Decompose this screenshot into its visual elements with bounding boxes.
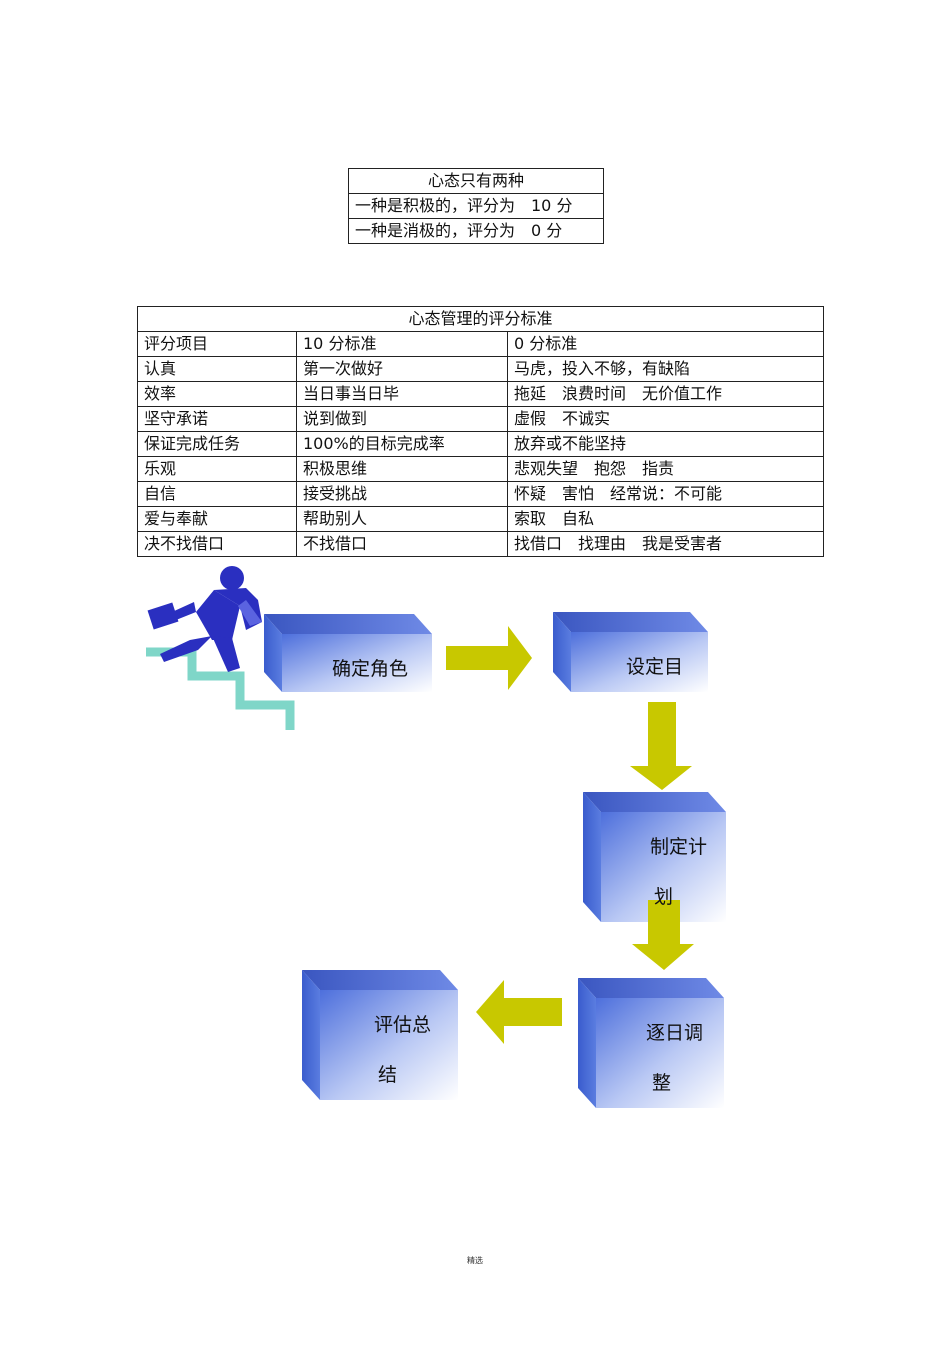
table-row: 效率当日事当日毕拖延 浪费时间 无价值工作	[137, 381, 824, 407]
table-row: 自信接受挑战怀疑 害怕 经常说：不可能	[137, 481, 824, 507]
step-box-evaluate-summary	[302, 970, 458, 1100]
step-label-daily-adjust-1: 逐日调	[646, 1022, 704, 1044]
page-footer: 精选	[467, 1256, 483, 1265]
step-box-daily-adjust	[578, 978, 724, 1108]
step-label-make-plan-1: 制定计	[650, 836, 708, 858]
table-row: 乐观积极思维悲观失望 抱怨 指责	[137, 456, 824, 482]
header-10: 10 分标准	[296, 331, 508, 357]
row-item: 爱与奉献	[137, 506, 297, 532]
step-label-evaluate-2: 结	[378, 1064, 398, 1086]
mindset-table-title: 心态只有两种	[348, 168, 604, 194]
table-row: 认真第一次做好马虎，投入不够，有缺陷	[137, 356, 824, 382]
row-10: 100%的目标完成率	[296, 431, 508, 457]
row-item: 保证完成任务	[137, 431, 297, 457]
row-0: 虚假 不诚实	[507, 406, 824, 432]
row-10: 帮助别人	[296, 506, 508, 532]
step-box-define-role	[264, 614, 432, 692]
arrow-down-icon	[630, 702, 692, 790]
row-0: 怀疑 害怕 经常说：不可能	[507, 481, 824, 507]
row-0: 马虎，投入不够，有缺陷	[507, 356, 824, 382]
mindset-negative: 一种是消极的，评分为 0 分	[348, 218, 604, 244]
arrow-right-icon	[446, 626, 532, 690]
header-item: 评分项目	[137, 331, 297, 357]
step-box-set-goal	[553, 612, 708, 692]
row-0: 放弃或不能坚持	[507, 431, 824, 457]
arrow-down-icon	[632, 900, 694, 970]
step-label-define-role: 确定角色	[332, 658, 409, 680]
running-businessman-icon	[147, 566, 262, 672]
table-row: 决不找借口不找借口找借口 找理由 我是受害者	[137, 531, 824, 557]
step-label-make-plan-2: 划	[654, 886, 674, 908]
row-10: 说到做到	[296, 406, 508, 432]
table-row: 爱与奉献帮助别人索取 自私	[137, 506, 824, 532]
row-0: 悲观失望 抱怨 指责	[507, 456, 824, 482]
row-10: 当日事当日毕	[296, 381, 508, 407]
row-0: 拖延 浪费时间 无价值工作	[507, 381, 824, 407]
row-10: 第一次做好	[296, 356, 508, 382]
score-table-title: 心态管理的评分标准	[137, 306, 824, 332]
score-table-header: 评分项目 10 分标准 0 分标准	[137, 331, 824, 357]
row-item: 坚守承诺	[137, 406, 297, 432]
row-0: 索取 自私	[507, 506, 824, 532]
flow-diagram	[146, 566, 726, 1108]
score-table: 心态管理的评分标准 评分项目 10 分标准 0 分标准 认真第一次做好马虎，投入…	[137, 306, 824, 557]
row-0: 找借口 找理由 我是受害者	[507, 531, 824, 557]
mindset-positive: 一种是积极的，评分为 10 分	[348, 193, 604, 219]
step-label-set-goal: 设定目	[626, 656, 684, 678]
row-item: 自信	[137, 481, 297, 507]
row-item: 效率	[137, 381, 297, 407]
mindset-table: 心态只有两种 一种是积极的，评分为 10 分 一种是消极的，评分为 0 分	[348, 168, 604, 244]
step-label-evaluate-1: 评估总	[374, 1014, 432, 1036]
row-item: 乐观	[137, 456, 297, 482]
table-row: 坚守承诺说到做到虚假 不诚实	[137, 406, 824, 432]
row-10: 积极思维	[296, 456, 508, 482]
row-10: 接受挑战	[296, 481, 508, 507]
step-label-daily-adjust-2: 整	[652, 1072, 672, 1094]
row-item: 认真	[137, 356, 297, 382]
header-0: 0 分标准	[507, 331, 824, 357]
row-10: 不找借口	[296, 531, 508, 557]
arrow-left-icon	[476, 980, 562, 1044]
row-item: 决不找借口	[137, 531, 297, 557]
